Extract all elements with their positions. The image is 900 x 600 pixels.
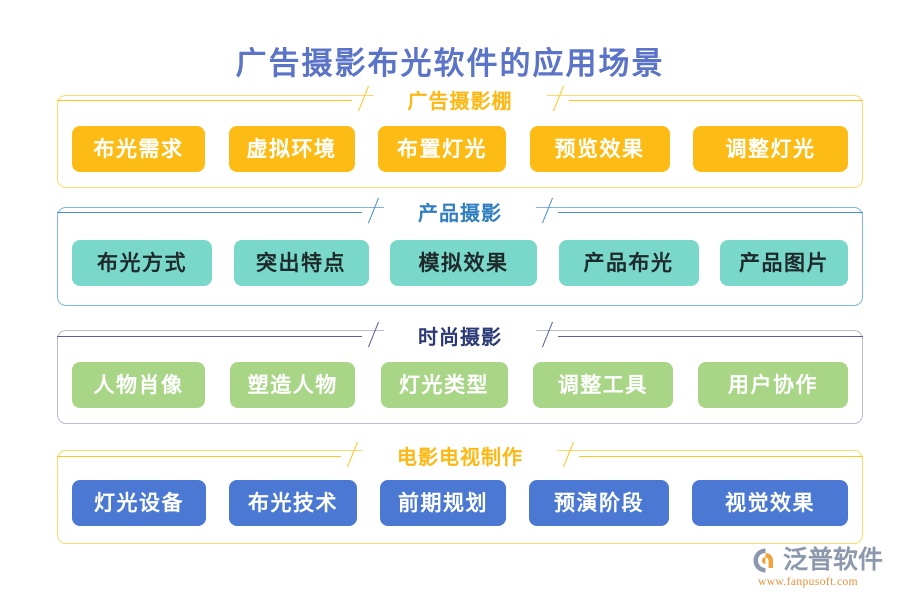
pill-item[interactable]: 虚拟环境 bbox=[228, 126, 355, 172]
pill-item[interactable]: 视觉效果 bbox=[692, 480, 848, 526]
brand-url: www.fanpusoft.com bbox=[758, 576, 858, 588]
pill-row-3: 人物肖像 塑造人物 灯光类型 调整工具 用户协作 bbox=[72, 362, 848, 408]
pill-item[interactable]: 产品图片 bbox=[720, 240, 848, 286]
pill-row-4: 灯光设备 布光技术 前期规划 预演阶段 视觉效果 bbox=[72, 480, 848, 526]
pill-item[interactable]: 塑造人物 bbox=[230, 362, 356, 408]
pill-item[interactable]: 灯光类型 bbox=[380, 362, 508, 408]
pill-item[interactable]: 突出特点 bbox=[233, 240, 369, 286]
pill-item[interactable]: 模拟效果 bbox=[390, 240, 537, 286]
pill-item[interactable]: 调整工具 bbox=[532, 362, 673, 408]
brand-logo-top: 泛普软件 bbox=[752, 545, 892, 575]
pill-item[interactable]: 调整灯光 bbox=[693, 126, 848, 172]
pill-item[interactable]: 人物肖像 bbox=[72, 362, 205, 408]
brand-name: 泛普软件 bbox=[783, 546, 884, 574]
pill-item[interactable]: 预演阶段 bbox=[529, 480, 669, 526]
pill-item[interactable]: 布光技术 bbox=[229, 480, 357, 526]
pill-item[interactable]: 用户协作 bbox=[698, 362, 848, 408]
pill-row-2: 布光方式 突出特点 模拟效果 产品布光 产品图片 bbox=[72, 240, 848, 286]
pill-item[interactable]: 布光方式 bbox=[72, 240, 212, 286]
pill-item[interactable]: 产品布光 bbox=[558, 240, 699, 286]
pill-item[interactable]: 灯光设备 bbox=[72, 480, 206, 526]
brand-logo: 泛普软件 www.fanpusoft.com bbox=[752, 545, 892, 593]
pill-item[interactable]: 布置灯光 bbox=[378, 126, 506, 172]
pill-item[interactable]: 布光需求 bbox=[72, 126, 205, 172]
pill-item[interactable]: 前期规划 bbox=[380, 480, 506, 526]
pill-item[interactable]: 预览效果 bbox=[529, 126, 670, 172]
fanpu-logo-icon bbox=[752, 547, 779, 574]
page-title: 广告摄影布光软件的应用场景 bbox=[235, 46, 665, 81]
pill-row-1: 布光需求 虚拟环境 布置灯光 预览效果 调整灯光 bbox=[72, 126, 848, 172]
